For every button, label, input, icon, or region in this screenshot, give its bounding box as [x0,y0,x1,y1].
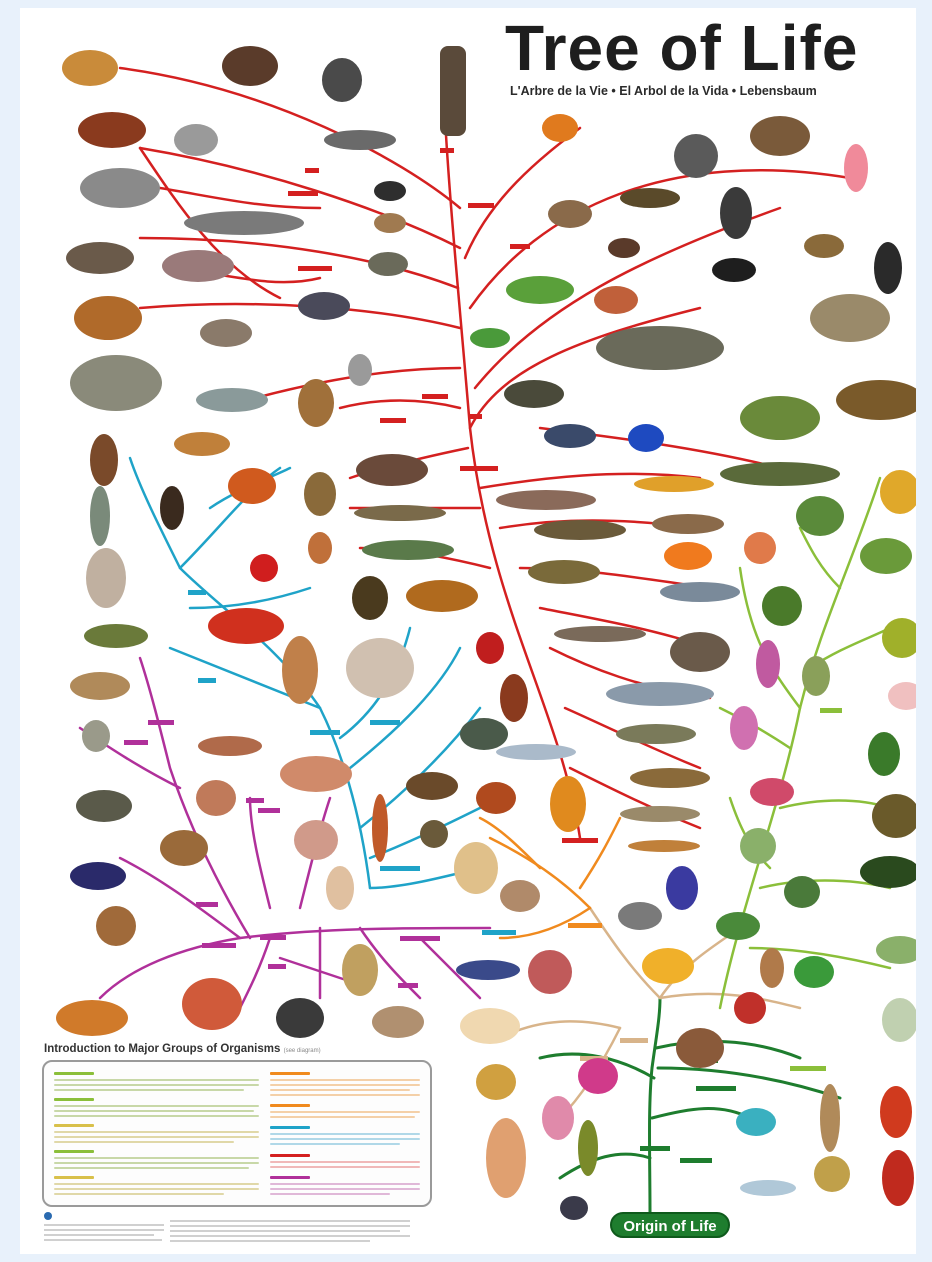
group-heading-line [270,1126,310,1129]
text-line [54,1167,249,1169]
text-line [270,1111,420,1113]
group-heading-line [270,1154,310,1157]
page-subtitle: L'Arbre de la Vie • El Arbol de la Vida … [510,84,817,98]
text-line [54,1141,234,1143]
text-line [270,1138,420,1140]
text-line [54,1157,259,1159]
text-line [54,1183,259,1185]
text-line [270,1116,415,1118]
group-heading-line [54,1124,94,1127]
text-line [54,1188,259,1190]
text-line [270,1193,390,1195]
group-heading-line [54,1150,94,1153]
text-line [270,1133,420,1135]
group-heading-line [270,1176,310,1179]
text-line [270,1188,420,1190]
text-line [54,1131,259,1133]
intro-groups-panel [42,1060,432,1207]
group-heading-line [54,1098,94,1101]
text-line [270,1143,400,1145]
intro-heading-note: (see diagram) [284,1048,321,1054]
text-line [270,1183,420,1185]
intro-heading-text: Introduction to Major Groups of Organism… [44,1043,280,1055]
text-line [270,1161,420,1163]
text-line [54,1136,259,1138]
text-line [270,1094,420,1096]
text-line [270,1079,420,1081]
text-line [270,1166,420,1168]
text-line [54,1193,224,1195]
group-heading-line [54,1072,94,1075]
text-line [54,1110,254,1112]
tree-of-life-poster: Tree of Life L'Arbre de la Vie • El Arbo… [20,8,916,1254]
text-line [54,1089,244,1091]
text-line [270,1089,410,1091]
text-line [54,1115,259,1117]
text-line [54,1084,259,1086]
text-line [270,1084,420,1086]
text-line [54,1079,259,1081]
group-heading-line [54,1176,94,1179]
intro-heading: Introduction to Major Groups of Organism… [44,1043,321,1055]
text-line [54,1105,259,1107]
group-heading-line [270,1104,310,1107]
page-title: Tree of Life [505,16,858,80]
text-line [54,1162,259,1164]
group-heading-line [270,1072,310,1075]
origin-of-life-badge: Origin of Life [610,1212,730,1238]
